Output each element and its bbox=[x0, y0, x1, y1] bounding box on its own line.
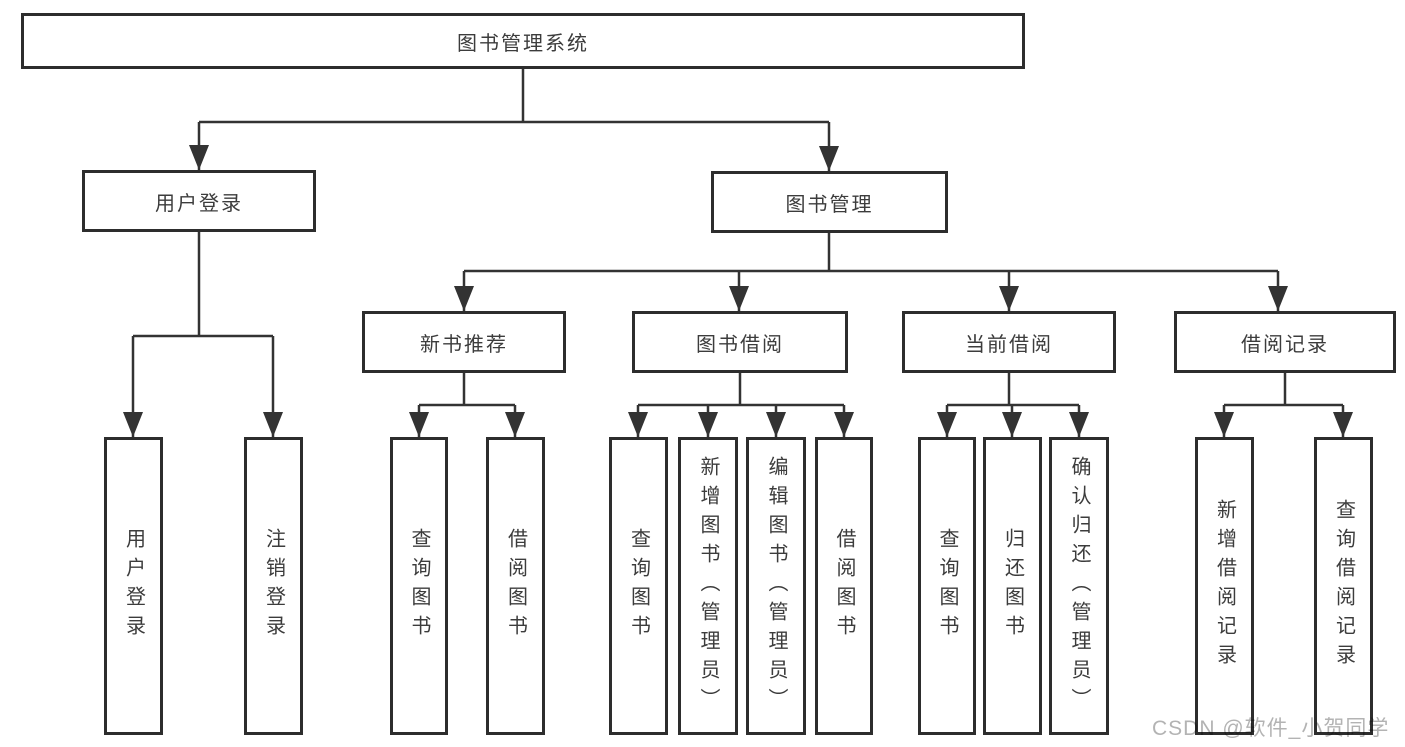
leaf-label: 查询图书 bbox=[627, 528, 650, 644]
leaf-label: 查询借阅记录 bbox=[1332, 499, 1355, 673]
leaf-query-books-current: 查询图书 bbox=[918, 437, 976, 735]
node-root-library-system: 图书管理系统 bbox=[21, 13, 1025, 69]
leaf-borrow-books-recommend: 借阅图书 bbox=[486, 437, 545, 735]
leaf-label: 借阅图书 bbox=[833, 528, 855, 644]
leaf-label: 借阅图书 bbox=[504, 528, 527, 644]
leaf-label: 用户登录 bbox=[122, 528, 145, 644]
leaf-label: 新增借阅记录 bbox=[1213, 499, 1236, 673]
csdn-watermark: CSDN @软件_小贺同学 bbox=[1152, 717, 1390, 740]
node-book-management: 图书管理 bbox=[711, 171, 948, 233]
leaf-label: 确认归还（管理员） bbox=[1068, 455, 1090, 717]
leaf-label: 注销登录 bbox=[262, 528, 285, 644]
leaf-label: 查询图书 bbox=[408, 528, 430, 644]
leaf-borrow-books: 借阅图书 bbox=[815, 437, 873, 735]
node-new-book-recommend: 新书推荐 bbox=[362, 311, 566, 373]
leaf-label: 新增图书（管理员） bbox=[697, 455, 719, 717]
leaf-query-books-recommend: 查询图书 bbox=[390, 437, 448, 735]
leaf-logout: 注销登录 bbox=[244, 437, 303, 735]
leaf-query-borrow-record: 查询借阅记录 bbox=[1314, 437, 1373, 735]
leaf-return-book: 归还图书 bbox=[983, 437, 1042, 735]
leaf-add-borrow-record: 新增借阅记录 bbox=[1195, 437, 1254, 735]
leaf-confirm-return-admin: 确认归还（管理员） bbox=[1049, 437, 1109, 735]
leaf-add-book-admin: 新增图书（管理员） bbox=[678, 437, 738, 735]
leaf-user-login: 用户登录 bbox=[104, 437, 163, 735]
node-borrow-records: 借阅记录 bbox=[1174, 311, 1396, 373]
leaf-label: 归还图书 bbox=[1001, 528, 1024, 644]
node-user-login: 用户登录 bbox=[82, 170, 316, 232]
leaf-label: 查询图书 bbox=[936, 528, 958, 644]
node-current-borrow: 当前借阅 bbox=[902, 311, 1116, 373]
leaf-label: 编辑图书（管理员） bbox=[765, 455, 787, 717]
leaf-edit-book-admin: 编辑图书（管理员） bbox=[746, 437, 806, 735]
node-book-borrow: 图书借阅 bbox=[632, 311, 848, 373]
leaf-query-books-borrow: 查询图书 bbox=[609, 437, 668, 735]
